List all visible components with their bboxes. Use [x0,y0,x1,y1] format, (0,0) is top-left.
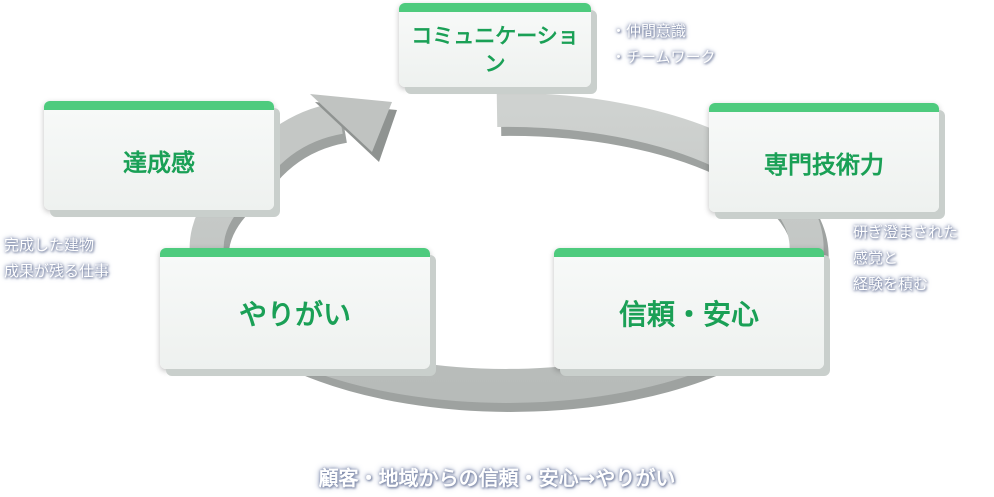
expertise-note-line: 経験を積む [853,275,929,293]
trust-card: 信頼・安心 [554,248,824,369]
rewarding-card: やりがい [160,248,430,369]
communication-card: コミュニケーション [399,3,591,87]
rewarding-label: やりがい [238,298,351,331]
arrow-head-icon [310,94,392,152]
expertise-card: 専門技術力 [709,103,939,212]
communication-note-line: ・仲間意識 [611,22,687,40]
achievement-label: 達成感 [123,148,195,177]
rewarding-note-line: 成果が残る仕事 [4,262,110,280]
communication-label: コミュニケーション [411,23,579,76]
rewarding-note: 完成した建物 成果が残る仕事 [4,232,109,284]
footer-caption: 顧客・地域からの信頼・安心→やりがい [318,466,676,490]
expertise-note-line: 感覚と [853,249,899,267]
trust-label: 信頼・安心 [618,298,759,331]
expertise-label: 専門技術力 [764,150,884,179]
communication-note: ・仲間意識 ・チームワーク [611,18,716,70]
communication-note-line: ・チームワーク [611,48,716,66]
expertise-note: 研ぎ澄まされた 感覚と 経験を積む [853,219,958,297]
rewarding-note-line: 完成した建物 [4,236,95,254]
expertise-note-line: 研ぎ澄まされた [853,223,959,241]
achievement-card: 達成感 [44,101,274,210]
